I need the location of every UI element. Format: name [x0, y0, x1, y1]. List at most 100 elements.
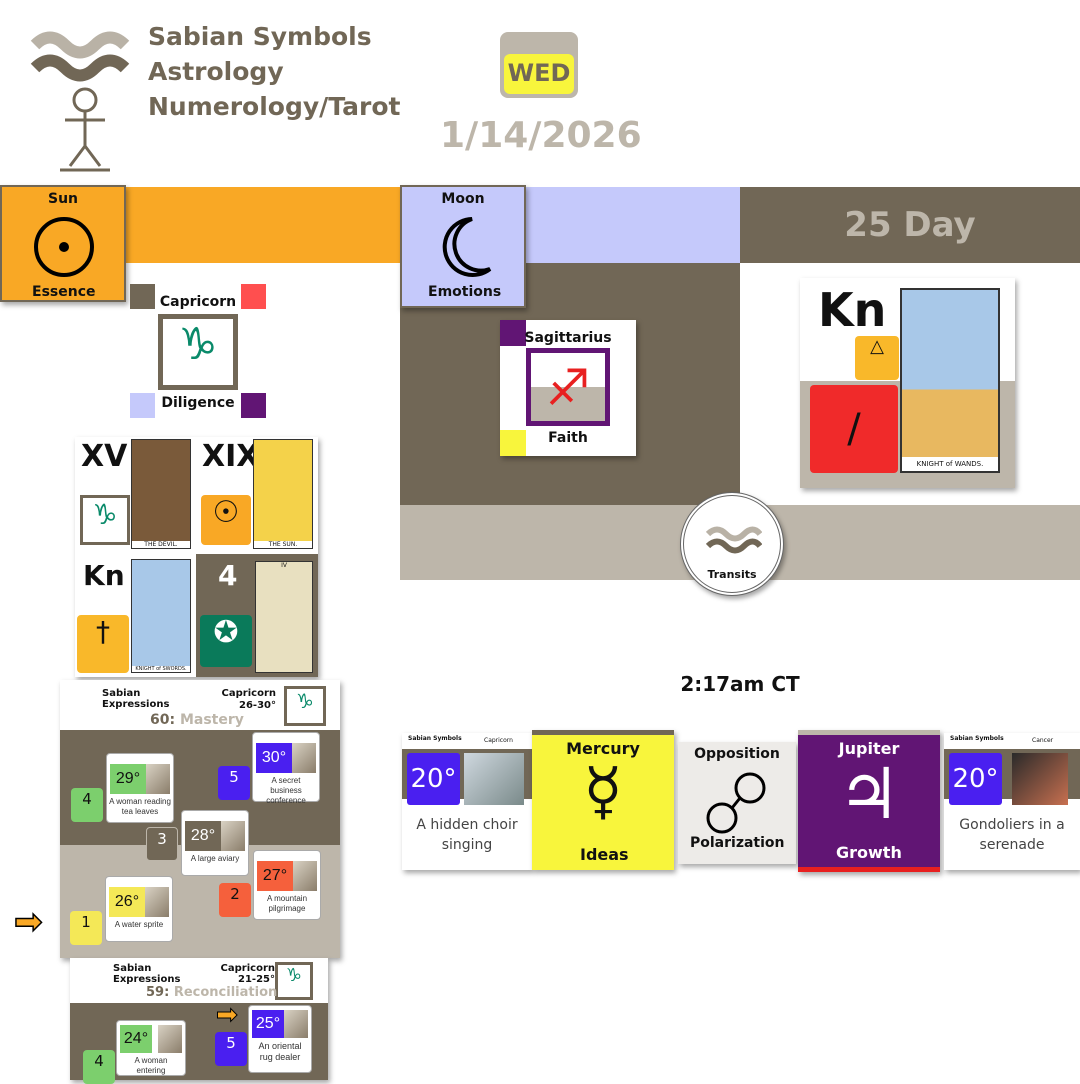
moon-symbol-icon [442, 217, 492, 277]
expressions-number: 59: [146, 985, 170, 1000]
card-brand: Sabian Symbols [408, 735, 462, 742]
transit-time: 2:17am CT [680, 672, 800, 696]
number-badge: 2 [219, 883, 251, 917]
card-sign: Cancer [1032, 737, 1054, 744]
degree-card-24[interactable]: 24° A woman entering [116, 1020, 186, 1076]
expressions-range: 21-25° [238, 974, 275, 985]
degree-text: A woman reading tea leaves [109, 797, 171, 816]
planet-title: Jupiter [838, 739, 900, 758]
calendar-icon: WED [500, 32, 578, 98]
sagittarius-keyword: Faith [548, 430, 588, 446]
sabian-expressions-59[interactable]: Sabian Expressions Capricorn 21-25° ♑ 59… [70, 958, 328, 1084]
sun-keyword: Essence [32, 284, 96, 300]
day-label: 25 Day [844, 205, 976, 245]
degree-text: A woman entering [134, 1056, 168, 1075]
number-badge: 5 [215, 1032, 247, 1066]
expressions-brand: Sabian Expressions [102, 688, 170, 710]
degree-label: 24° [120, 1025, 152, 1053]
capricorn-card[interactable]: Capricorn ♑ Diligence [130, 284, 266, 418]
symbol-text: Gondoliers in a serenade [959, 817, 1065, 854]
weekday: WED [504, 54, 574, 94]
moon-card[interactable]: Moon Emotions [400, 185, 526, 308]
header-line-1: Sabian Symbols [148, 22, 372, 51]
degree-label: 27° [257, 861, 293, 891]
capricorn-glyph-icon: ♑ [275, 962, 313, 1000]
day-card-rank: Kn [818, 283, 887, 337]
card-caption: THE DEVIL. [132, 541, 190, 548]
degree-label: 26° [109, 887, 145, 917]
degree-label: 29° [110, 764, 146, 794]
expressions-number: 60: [150, 712, 176, 728]
degree-card-25[interactable]: 25° An oriental rug dealer [248, 1005, 312, 1073]
tarot-rank: 4 [218, 559, 238, 592]
capricorn-title: Capricorn [159, 294, 237, 310]
moon-keyword: Emotions [428, 284, 502, 300]
four-of-pentacles-card[interactable]: IV [255, 561, 313, 673]
expressions-sign: Capricorn [221, 688, 276, 699]
logo-icon [30, 31, 130, 172]
sun-card[interactable]: THE SUN. [253, 439, 313, 549]
symbol-image [464, 753, 524, 805]
degree-label: 25° [252, 1010, 284, 1038]
planet-keyword: Ideas [580, 845, 629, 864]
devil-card[interactable]: THE DEVIL. [131, 439, 191, 549]
transits-button[interactable]: Transits [680, 492, 784, 596]
sun-symbol-icon: ☉ [201, 495, 251, 545]
degree-text: A water sprite [114, 920, 164, 929]
expressions-brand: Sabian Expressions [113, 963, 181, 985]
date: 1/14/2026 [440, 115, 642, 156]
header-line-3: Numerology/Tarot [148, 92, 401, 121]
degree-text: A large aviary [190, 854, 240, 863]
card-caption: KNIGHT of SWORDS. [132, 666, 190, 672]
number-badge: 4 [83, 1050, 115, 1084]
symbol-image [1012, 753, 1068, 805]
aspect-title: Opposition [694, 746, 780, 762]
current-arrow-icon: ➡ [13, 902, 43, 942]
degree-card-29[interactable]: 29° A woman reading tea leaves [106, 753, 174, 823]
degree-text: A secret business conference [266, 776, 306, 805]
sagittarius-title: Sagittarius [524, 330, 612, 346]
current-arrow-icon: ➡ [216, 1000, 239, 1030]
card-caption: IV [281, 562, 287, 569]
wand-icon: / [810, 385, 898, 473]
tarot-rank: XIX [202, 439, 260, 474]
sun-card[interactable]: Sun Essence [0, 185, 126, 302]
degree-card-30[interactable]: 30°A secret business conference [252, 732, 320, 805]
sabian-card-right[interactable]: Sabian Symbols Cancer 20° Gondoliers in … [944, 733, 1080, 870]
degree-text: An oriental rug dealer [258, 1041, 302, 1063]
pentacle-icon: ✪ [200, 615, 252, 667]
tarot-rank: XV [81, 439, 128, 474]
mercury-glyph-icon: ☿ [583, 755, 623, 829]
card-caption: KNIGHT of WANDS. [902, 457, 998, 471]
jupiter-card[interactable]: Jupiter ♃ Growth [798, 730, 940, 872]
aspect-keyword: Polarization [690, 835, 785, 851]
expressions-name: Reconciliation [173, 985, 278, 1000]
card-sign: Capricorn [484, 737, 513, 744]
capricorn-glyph-icon: ♑ [158, 314, 238, 390]
sun-symbol-icon [34, 217, 94, 277]
sabian-card-left[interactable]: Sabian Symbols Capricorn 20° A hidden ch… [402, 733, 532, 870]
mercury-card[interactable]: Mercury ☿ Ideas [532, 730, 674, 870]
expressions-sign: Capricorn [220, 963, 275, 974]
jupiter-glyph-icon: ♃ [837, 753, 901, 835]
transits-label: Transits [707, 568, 757, 581]
knight-of-wands-card: KNIGHT of WANDS. [900, 288, 1000, 473]
opposition-glyph-icon [706, 772, 766, 834]
expressions-name: Mastery [179, 712, 244, 728]
moon-title: Moon [441, 191, 485, 207]
card-brand: Sabian Symbols [950, 735, 1004, 742]
degree-badge: 20° [949, 753, 1002, 805]
tarot-rank: Kn [83, 559, 125, 592]
sagittarius-card[interactable]: Sagittarius ♐ Faith [500, 320, 636, 456]
opposition-card[interactable]: Opposition Polarization [678, 742, 796, 864]
planet-title: Mercury [566, 739, 640, 758]
degree-label: 28° [185, 821, 221, 851]
capricorn-glyph-icon: ♑ [80, 495, 130, 545]
degree-card-27[interactable]: 27°A mountain pilgrimage [253, 850, 321, 920]
knight-of-swords-card[interactable]: KNIGHT of SWORDS. [131, 559, 191, 673]
day-tarot-panel[interactable]: Kn △ / KNIGHT of WANDS. [800, 278, 1015, 488]
degree-card-28[interactable]: 28° A large aviary [181, 810, 249, 876]
degree-card-26[interactable]: 26° A water sprite [105, 876, 173, 942]
number-badge: 1 [70, 911, 102, 945]
air-element-icon: △ [855, 336, 899, 380]
